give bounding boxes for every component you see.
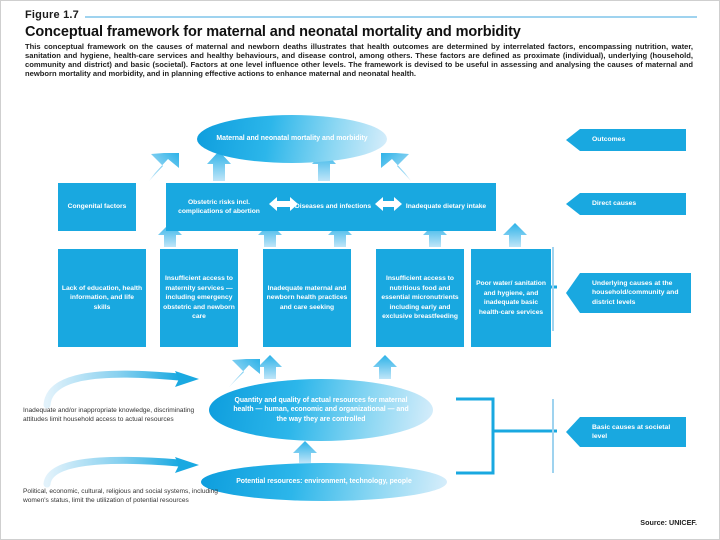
arrow-curve-knowledge bbox=[43, 370, 199, 409]
level-label-basic-causes: Basic causes at societal level bbox=[566, 417, 686, 447]
note-knowledge-text: Inadequate and/or inappropriate knowledg… bbox=[23, 407, 195, 423]
arrow-resources-up-mid bbox=[373, 355, 397, 379]
level-label-basic-causes-text: Basic causes at societal level bbox=[592, 423, 671, 440]
maternity-label: Insufficient access to maternity service… bbox=[163, 275, 235, 321]
level-label-outcomes: Outcomes bbox=[566, 129, 686, 151]
underlying-cause-practices: Inadequate maternal and newborn health p… bbox=[263, 249, 351, 347]
direct-cause-congenital: Congenital factors bbox=[58, 183, 136, 231]
level-label-underlying-causes-text: Underlying causes at the household/commu… bbox=[592, 280, 679, 306]
figure-rule bbox=[85, 16, 697, 18]
direct-causes-band bbox=[166, 183, 496, 231]
note-systems: Political, economic, cultural, religious… bbox=[23, 488, 219, 505]
arrow-congenital-to-outcome bbox=[149, 153, 179, 181]
nutrition-label: Insufficient access to nutritious food a… bbox=[381, 275, 459, 321]
outcome-oval-label: Maternal and neonatal mortality and morb… bbox=[216, 135, 368, 143]
arrow-water-up bbox=[503, 223, 527, 247]
figure-title: Conceptual framework for maternal and ne… bbox=[25, 24, 521, 40]
source-note: Source: UNICEF. bbox=[640, 518, 697, 527]
potential-resources-label: Potential resources: environment, techno… bbox=[236, 478, 412, 486]
dietary-label: Inadequate dietary intake bbox=[405, 203, 487, 211]
underlying-cause-education: Lack of education, health information, a… bbox=[58, 249, 146, 347]
arrow-potential-to-resources bbox=[293, 441, 317, 463]
double-arrow-diseases-dietary bbox=[375, 197, 402, 211]
arrow-obstetric-to-outcome bbox=[207, 151, 231, 181]
note-knowledge: Inadequate and/or inappropriate knowledg… bbox=[23, 407, 209, 424]
direct-cause-obstetric: Obstetric risks incl. complications of a… bbox=[169, 183, 269, 231]
underlying-cause-maternity: Insufficient access to maternity service… bbox=[160, 249, 238, 347]
basic-causes-bracket bbox=[456, 397, 557, 475]
level-label-direct-causes: Direct causes bbox=[566, 193, 686, 215]
outcome-oval: Maternal and neonatal mortality and morb… bbox=[197, 115, 387, 163]
figure-description: This conceptual framework on the causes … bbox=[25, 42, 693, 79]
double-arrow-obstetric-diseases bbox=[269, 197, 298, 211]
obstetric-label: Obstetric risks incl. complications of a… bbox=[178, 198, 260, 216]
actual-resources-label: Quantity and quality of actual resources… bbox=[233, 396, 409, 423]
direct-cause-dietary: Inadequate dietary intake bbox=[399, 183, 493, 231]
arrow-curve-systems bbox=[43, 456, 199, 488]
arrow-resources-up-left bbox=[258, 355, 282, 379]
arrow-dietary-to-outcome bbox=[381, 153, 411, 181]
congenital-label: Congenital factors bbox=[67, 203, 127, 211]
underlying-cause-nutrition: Insufficient access to nutritious food a… bbox=[376, 249, 464, 347]
underlying-cause-water: Poor water/ sanitation and hygiene, and … bbox=[471, 249, 551, 347]
potential-resources-oval: Potential resources: environment, techno… bbox=[201, 463, 447, 501]
practices-label: Inadequate maternal and newborn health p… bbox=[266, 284, 348, 311]
diseases-label: Diseases and infections bbox=[294, 203, 372, 211]
level-label-direct-causes-text: Direct causes bbox=[592, 200, 637, 208]
education-label: Lack of education, health information, a… bbox=[61, 284, 143, 311]
actual-resources-oval: Quantity and quality of actual resources… bbox=[209, 379, 433, 441]
level-label-underlying-causes: Underlying causes at the household/commu… bbox=[566, 273, 691, 313]
note-systems-text: Political, economic, cultural, religious… bbox=[23, 488, 218, 504]
direct-cause-diseases: Diseases and infections bbox=[291, 183, 375, 231]
level-label-outcomes-text: Outcomes bbox=[592, 136, 626, 144]
water-label: Poor water/ sanitation and hygiene, and … bbox=[476, 280, 546, 316]
arrow-resources-diagonal bbox=[229, 359, 260, 387]
figure-number: Figure 1.7 bbox=[25, 9, 79, 21]
